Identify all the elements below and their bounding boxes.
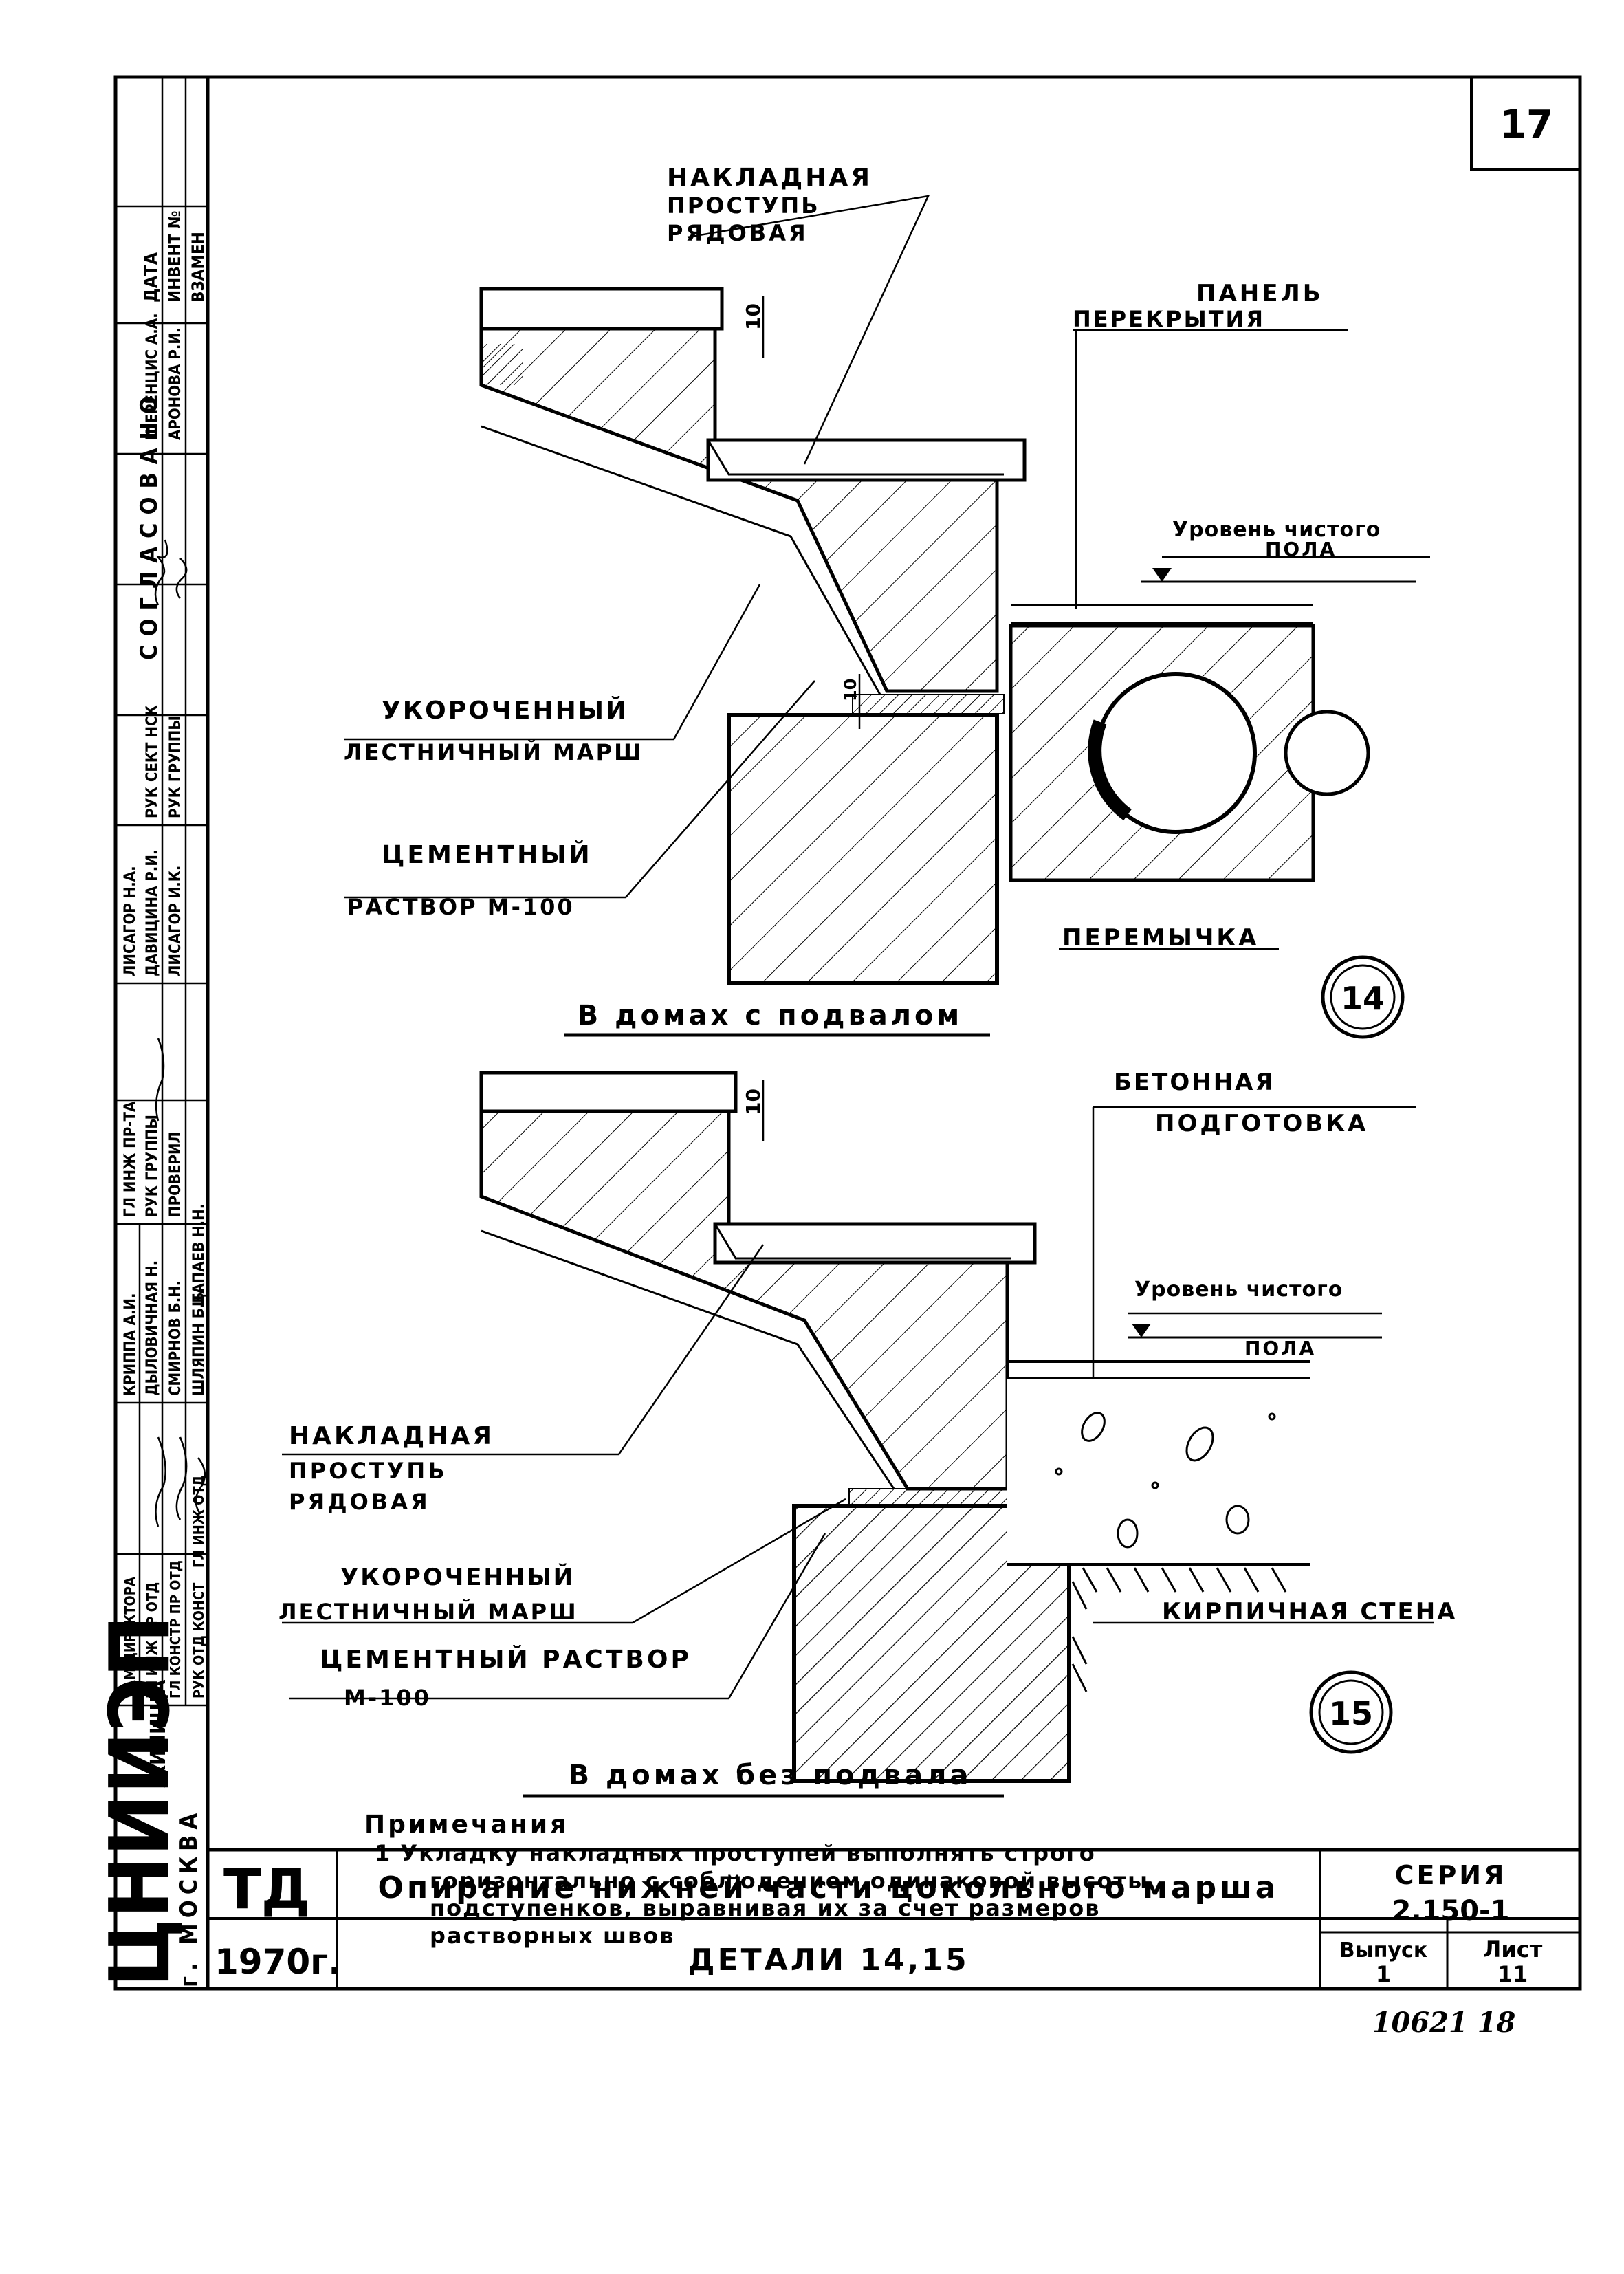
approval-name: ДЫЛОВИЧНАЯ Н. bbox=[144, 1260, 161, 1396]
approval-role: ШЕРЕНЦИС А.А. bbox=[144, 313, 161, 440]
note-line: растворных швов bbox=[430, 1923, 674, 1949]
signatures bbox=[154, 539, 206, 1527]
approval-role: ЛИСАГОР Н.А. bbox=[122, 866, 139, 976]
detail-14 bbox=[479, 287, 1416, 985]
lbl-14-mortar-1: ЦЕМЕНТНЫЙ bbox=[382, 840, 593, 869]
lbl-15-concrete-1: БЕТОННАЯ bbox=[1114, 1069, 1275, 1096]
lbl-15-brick: КИРПИЧНАЯ СТЕНА bbox=[1162, 1598, 1457, 1626]
approval-name: РУК ГРУППЫ bbox=[144, 1115, 161, 1217]
approval-role: ЗАМ ДИРЕКТОРА bbox=[122, 1577, 138, 1698]
sheet-frame bbox=[113, 75, 1582, 1991]
org-logo: ЦНИИЭП bbox=[93, 1615, 188, 1987]
flight-body bbox=[479, 327, 999, 693]
approval-name: ДАВИЦИНА Р.И. bbox=[144, 850, 161, 976]
tread-slab-top-15 bbox=[479, 1071, 738, 1113]
org-word: ЖИЛИЩА bbox=[146, 1680, 171, 1788]
leaders-14 bbox=[344, 195, 1430, 950]
flight-body-15 bbox=[479, 1109, 1009, 1491]
lbl-15-tread-3: РЯДОВАЯ bbox=[289, 1489, 430, 1515]
lbl-15-mortar-2: М-100 bbox=[344, 1685, 431, 1711]
detail-15-marker bbox=[1309, 1670, 1393, 1754]
approval-role: ПРОВЕРИЛ bbox=[167, 1132, 184, 1217]
concrete-prep bbox=[1007, 1379, 1310, 1564]
drawing-title: Опирание нижней части цокольного марша bbox=[378, 1870, 1280, 1905]
issue-label: Выпуск bbox=[1339, 1938, 1427, 1963]
year: 1970г. bbox=[215, 1942, 341, 1982]
lbl-14-flight-2: ЛЕСТНИЧНЫЙ МАРШ bbox=[344, 739, 644, 765]
series-label: СЕРИЯ bbox=[1395, 1860, 1507, 1890]
detail-14-marker bbox=[1321, 955, 1405, 1039]
note-line: горизонтально с соблюдением одинаковой в… bbox=[430, 1868, 1149, 1894]
detail-14-number: 14 bbox=[1341, 980, 1385, 1017]
lintel-beam bbox=[727, 713, 999, 985]
approval-name: РУК ГРУППЫ bbox=[167, 716, 184, 818]
lbl-15-flight-2: ЛЕСТНИЧНЫЙ МАРШ bbox=[278, 1599, 578, 1625]
notes-header: Примечания bbox=[364, 1811, 569, 1839]
stamp-code: ТД bbox=[223, 1857, 310, 1921]
approval-role: ЦАПАЕВ Н.Н. bbox=[190, 1204, 208, 1307]
city: г. МОСКВА bbox=[175, 1808, 203, 1987]
date-label: ДАТА bbox=[141, 252, 162, 303]
lbl-14-tread-1: НАКЛАДНАЯ bbox=[667, 164, 873, 192]
drawing-subtitle: ДЕТАЛИ 14,15 bbox=[688, 1943, 969, 1978]
replace-label: ВЗАМЕН bbox=[188, 232, 208, 303]
approval-name: РУК ОТД КОНСТ bbox=[190, 1582, 207, 1698]
detail-15-number: 15 bbox=[1329, 1695, 1373, 1732]
leaders-15 bbox=[282, 1106, 1434, 1700]
lbl-14-tread-3: РЯДОВАЯ bbox=[667, 220, 809, 246]
approval-name: ГЛ ИНЖ ПР ОТД bbox=[144, 1582, 160, 1698]
tread-slab-top bbox=[479, 287, 724, 331]
approval-role: КРИППА А.И. bbox=[122, 1293, 139, 1397]
lbl-15-concrete-2: ПОДГОТОВКА bbox=[1155, 1110, 1368, 1137]
mortar-joint bbox=[852, 694, 1005, 714]
lbl-15-tread-1: НАКЛАДНАЯ bbox=[289, 1422, 494, 1450]
issue-value: 1 bbox=[1376, 1961, 1391, 1987]
approval-role: РУК СЕКТ НСК bbox=[144, 705, 161, 818]
lbl-15-floor-2: ПОЛА bbox=[1244, 1337, 1316, 1359]
lbl-14-lintel: ПЕРЕМЫЧКА bbox=[1062, 924, 1259, 952]
caption-15: В домах без подвала bbox=[569, 1760, 972, 1791]
dim-15-top: 10 bbox=[742, 1089, 765, 1115]
dim-14-joint: 10 bbox=[841, 679, 860, 701]
sheet-value: 11 bbox=[1497, 1961, 1528, 1987]
page-number: 17 bbox=[1500, 102, 1553, 147]
tread-slab-2-15 bbox=[713, 1222, 1037, 1265]
series-value: 2.150-1 bbox=[1392, 1895, 1510, 1927]
lbl-14-tread-2: ПРОСТУПЬ bbox=[667, 193, 820, 219]
approval-role: ГЛ КОНСТР ПР ОТД bbox=[167, 1560, 184, 1698]
approval-role: ГЛ ИНЖ ПР-ТА bbox=[122, 1101, 139, 1217]
agreed-header: СОГЛАСОВАНО bbox=[135, 388, 163, 660]
tread-slab-2 bbox=[706, 438, 1027, 482]
approval-name: АРОНОВА Р.И. bbox=[167, 328, 184, 440]
approval-name: ШЛЯПИН Б.Б. bbox=[190, 1287, 208, 1396]
sheet-label: Лист bbox=[1483, 1936, 1543, 1963]
detail-15 bbox=[479, 1071, 1382, 1783]
note-line: подступенков, выравнивая их за счет разм… bbox=[430, 1895, 1100, 1921]
approval-strip bbox=[116, 77, 208, 1707]
lbl-14-panel-1: ПАНЕЛЬ bbox=[1196, 280, 1324, 307]
note-line: 1 Укладку накладных проступей выполнять … bbox=[375, 1840, 1096, 1866]
lbl-14-floor-2: ПОЛА bbox=[1265, 538, 1337, 560]
lbl-15-floor-1: Уровень чистого bbox=[1134, 1278, 1343, 1302]
caption-14: В домах с подвалом bbox=[578, 1000, 963, 1031]
approval-role: ЛИСАГОР И.К. bbox=[167, 866, 184, 976]
lbl-15-flight-1: УКОРОЧЕННЫЙ bbox=[340, 1563, 575, 1591]
lbl-14-panel-2: ПЕРЕКРЫТИЯ bbox=[1073, 306, 1265, 332]
lbl-14-flight-1: УКОРОЧЕННЫЙ bbox=[382, 696, 628, 725]
dim-14-top: 10 bbox=[742, 303, 765, 330]
inventory-code: 10621 18 bbox=[1372, 2007, 1516, 2039]
inv-label: ИНВЕНТ № bbox=[165, 210, 184, 303]
lbl-14-mortar-2: РАСТВОР М-100 bbox=[347, 894, 575, 920]
lbl-15-mortar-1: ЦЕМЕНТНЫЙ РАСТВОР bbox=[320, 1645, 692, 1674]
lbl-15-tread-2: ПРОСТУПЬ bbox=[289, 1458, 448, 1484]
approval-role: СМИРНОВ Б.Н. bbox=[167, 1281, 184, 1396]
lbl-14-floor-1: Уровень чистого bbox=[1172, 518, 1381, 542]
